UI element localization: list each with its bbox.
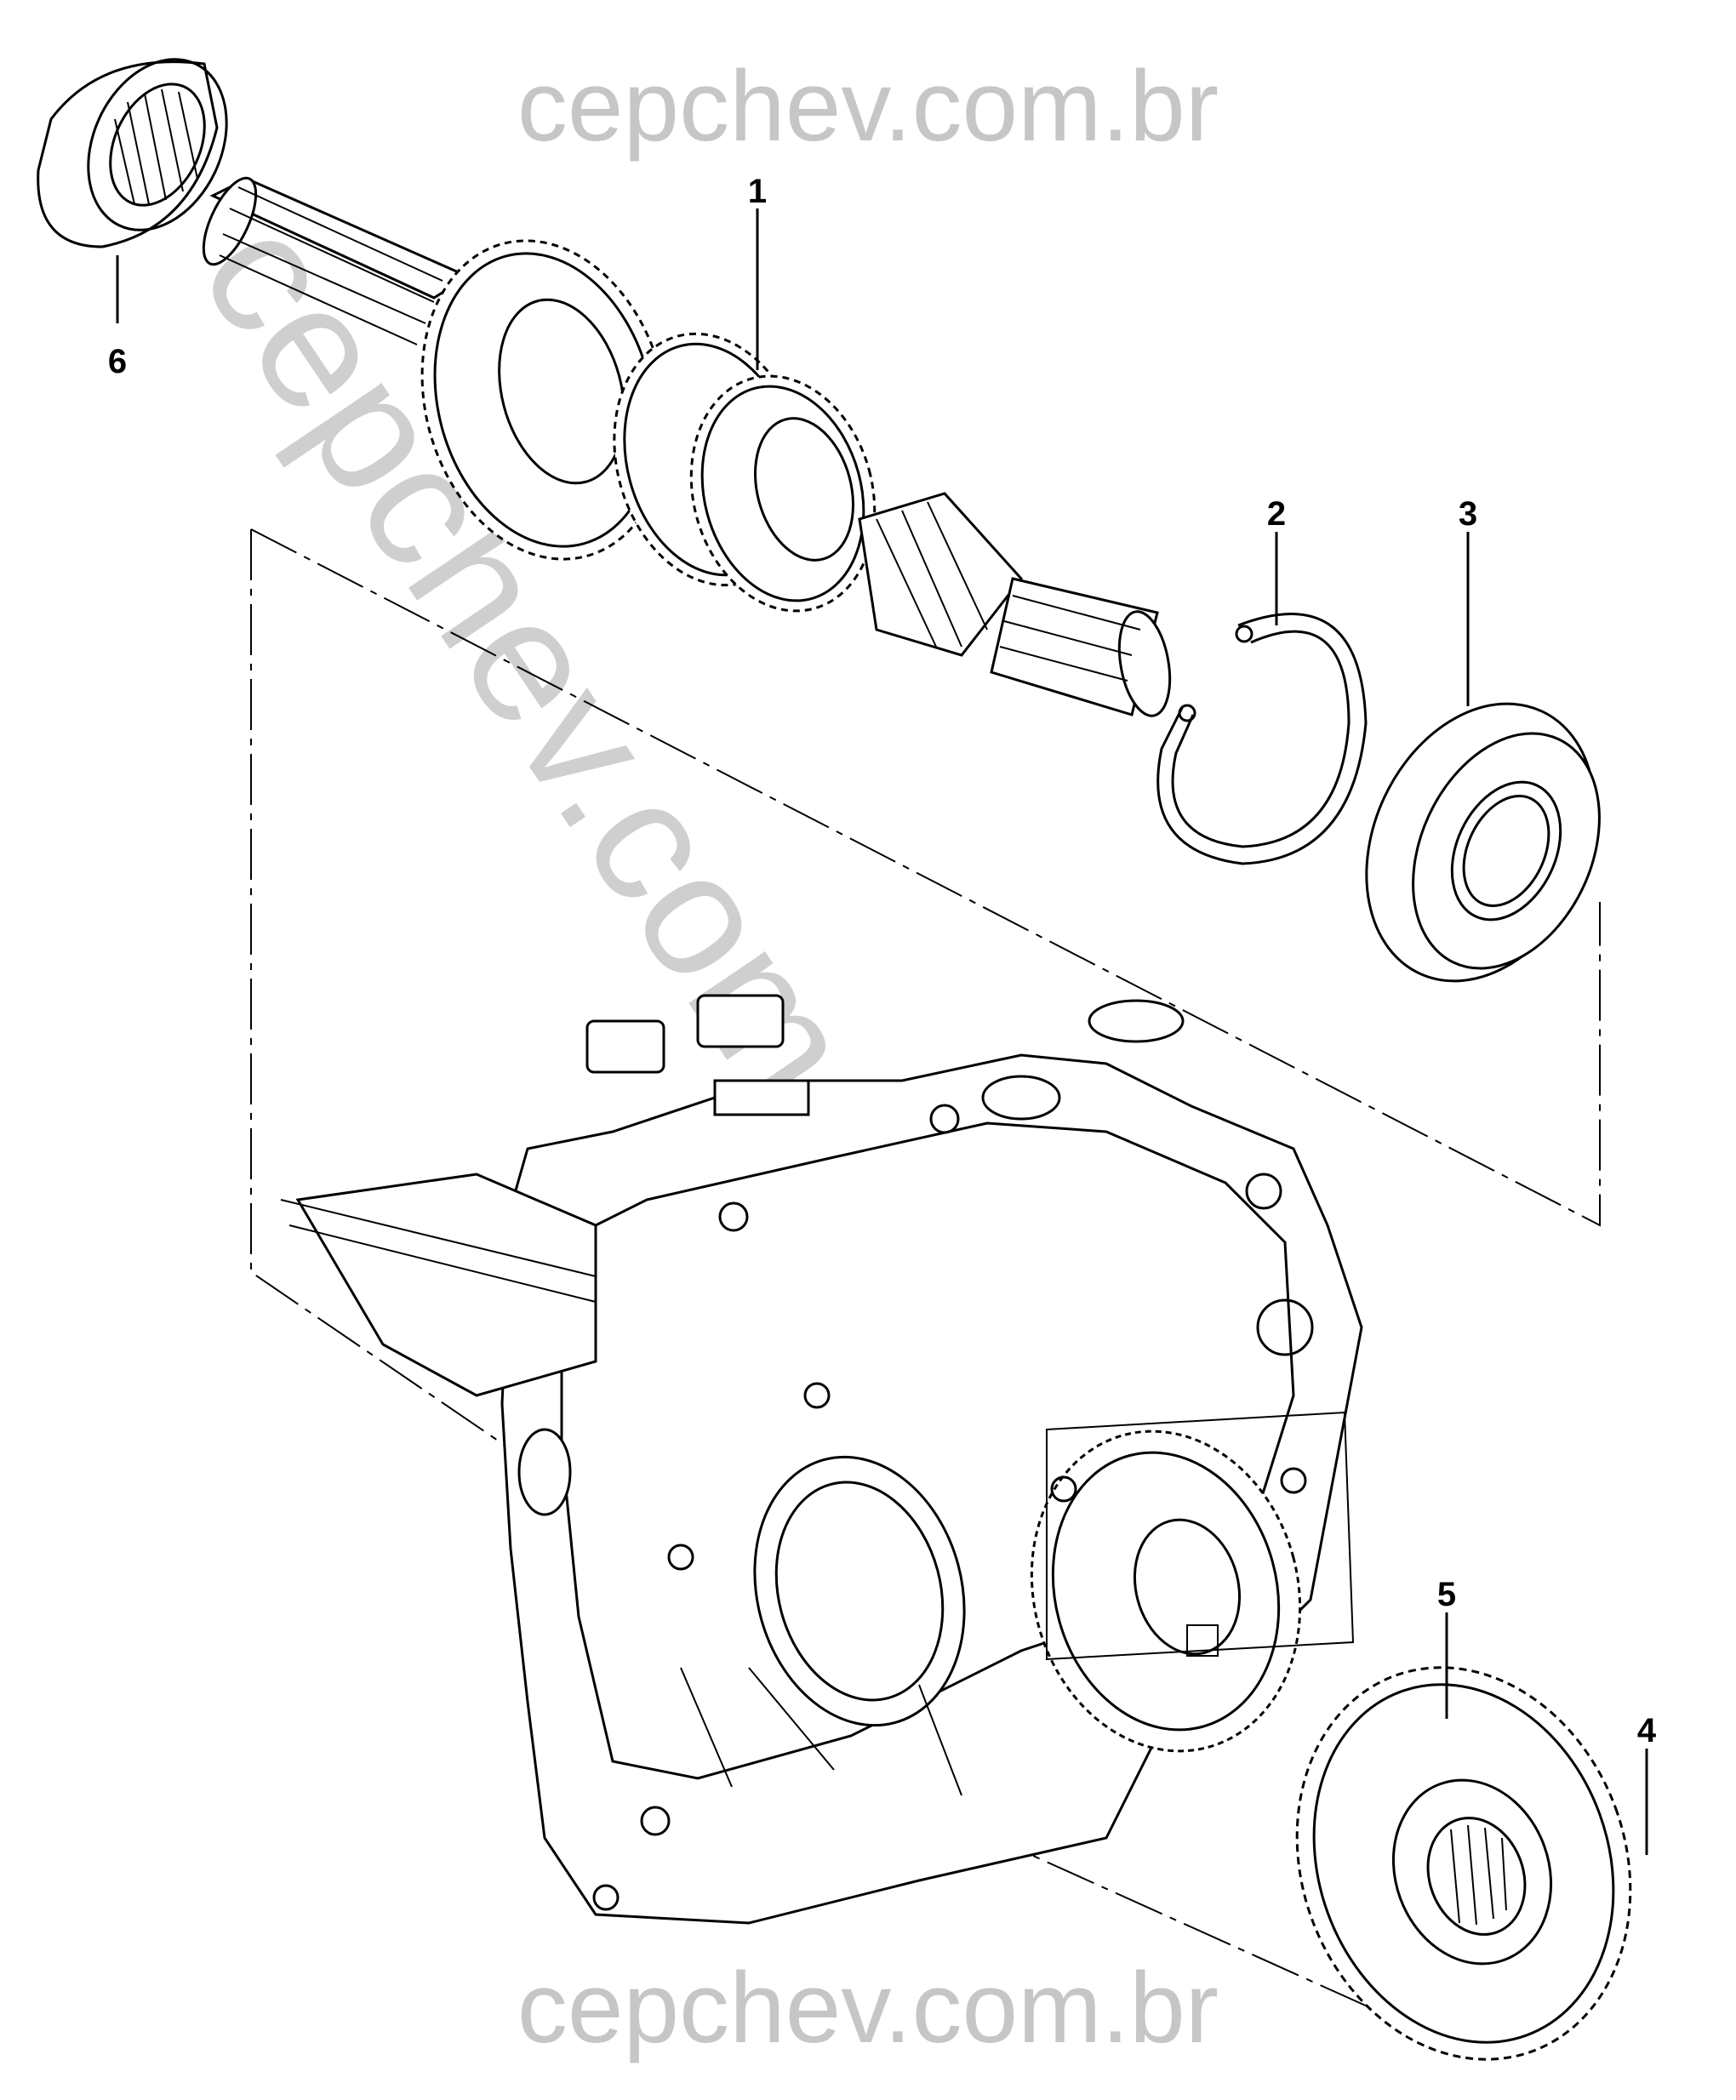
- ball-bearing-part-3: [1365, 702, 1601, 983]
- watermark-top: cepchev.com.br: [517, 50, 1219, 163]
- callout-3: 3: [1459, 495, 1477, 533]
- callout-6: 6: [108, 343, 127, 380]
- needle-bearing-part-6: [37, 58, 228, 248]
- callout-2: 2: [1267, 495, 1286, 533]
- snap-ring-part-2: [1156, 613, 1368, 865]
- callout-leaders: [116, 208, 1648, 1855]
- callout-4: 4: [1637, 1712, 1657, 1749]
- watermark-bottom: cepchev.com.br: [517, 1952, 1219, 2064]
- gear-shaft-part-1: [202, 176, 1172, 717]
- transmission-housing: [280, 994, 1363, 1925]
- callout-5: 5: [1437, 1576, 1456, 1613]
- helical-gear-part-5: [1295, 1666, 1632, 2061]
- callout-1: 1: [748, 173, 767, 210]
